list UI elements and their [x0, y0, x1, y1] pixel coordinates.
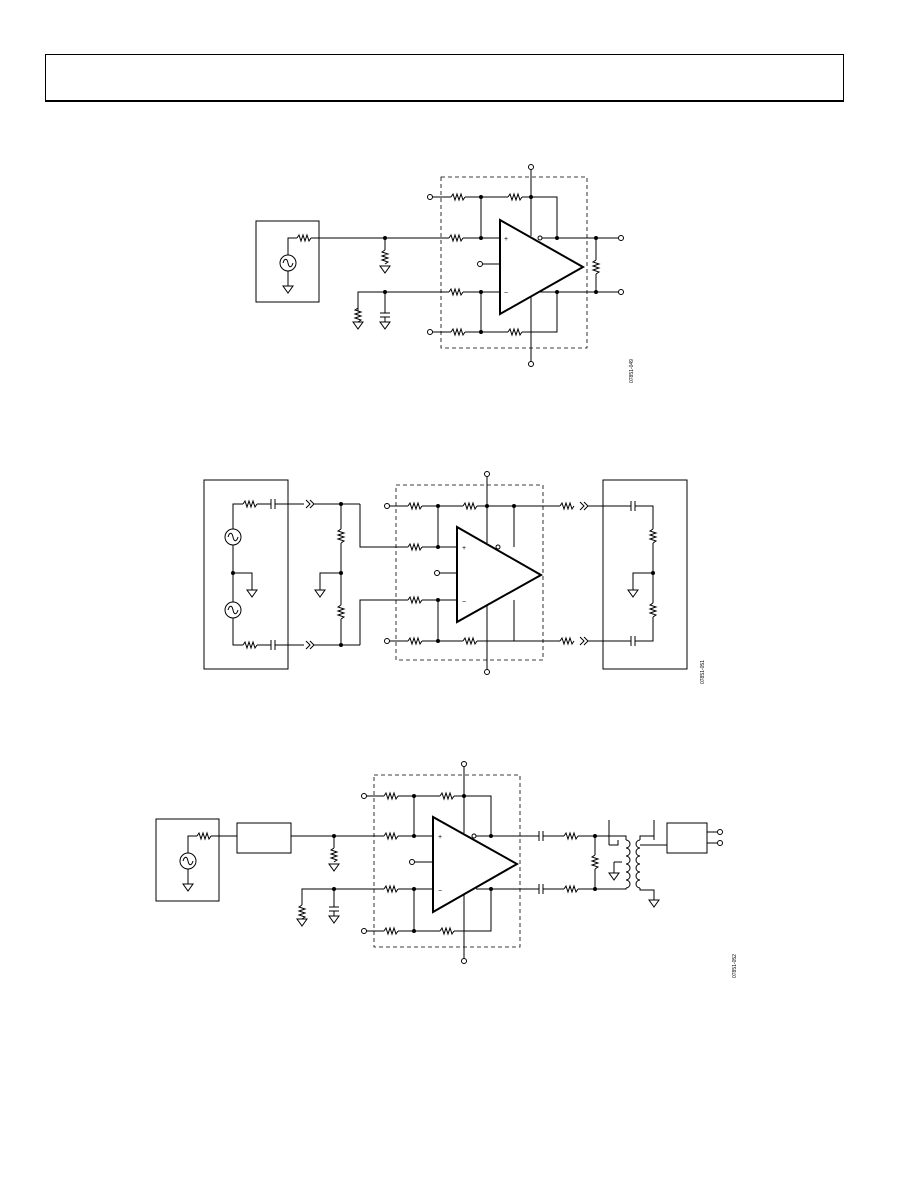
figure-tag: 07851-049 — [629, 359, 635, 383]
signal-source-box — [155, 818, 220, 902]
coupling-capacitor — [270, 639, 276, 651]
ground-icon — [352, 321, 364, 330]
connector-icon — [579, 636, 589, 646]
differential-source-box — [203, 479, 289, 670]
output-pin-positive — [618, 235, 624, 241]
receiver-box — [602, 479, 688, 670]
transformer — [608, 820, 667, 908]
ac-source-icon — [179, 852, 197, 870]
connector-icon — [305, 640, 315, 650]
vocm-pin — [409, 859, 415, 865]
ground-icon — [379, 265, 391, 274]
coupling-capacitor — [270, 498, 276, 510]
termination-resistor — [381, 249, 389, 265]
ac-source-icon — [224, 601, 242, 619]
figure-3-schematic: + − — [155, 761, 738, 978]
connector-icon — [305, 499, 315, 509]
adc-block — [666, 822, 708, 854]
bypass-capacitor — [379, 312, 391, 318]
figure-2-schematic: + − 07851-051 — [203, 471, 706, 684]
connector-icon — [579, 501, 589, 511]
output-pin — [717, 829, 723, 835]
supply-pin-bottom — [528, 361, 534, 367]
figure-1-schematic: + − 07851-049 — [255, 164, 635, 383]
filter-block — [236, 822, 292, 854]
vocm-pin — [434, 570, 440, 576]
source-resistor — [296, 234, 312, 242]
noninverting-input-label: + — [438, 834, 442, 841]
vocm-pin — [477, 261, 483, 267]
amplifier-package-outline — [440, 176, 588, 349]
ground-icon — [296, 918, 308, 927]
output-pin — [717, 840, 723, 846]
supply-pin-bottom — [461, 958, 467, 964]
ground-icon — [608, 872, 620, 881]
ground-icon — [379, 321, 391, 330]
ground-icon — [182, 883, 194, 892]
ground-icon — [246, 589, 258, 598]
ac-source-icon — [279, 254, 297, 272]
supply-pin-top — [484, 471, 490, 477]
output-pin-negative — [618, 289, 624, 295]
ground-icon — [648, 899, 660, 908]
page-header-box — [45, 54, 844, 102]
supply-pin-bottom — [484, 669, 490, 675]
ground-icon — [328, 915, 340, 924]
supply-pin-top — [528, 164, 534, 170]
inverting-input-label: − — [438, 888, 442, 895]
ground-icon — [282, 285, 294, 294]
ac-source-icon — [224, 528, 242, 546]
coupling-capacitor — [538, 830, 544, 842]
op-amp-triangle — [456, 525, 544, 624]
signal-source-box — [255, 220, 320, 303]
coupling-capacitor — [538, 883, 544, 895]
inverting-input-label: − — [504, 290, 508, 297]
coupling-capacitor — [630, 635, 636, 647]
bypass-capacitor — [328, 906, 340, 912]
figure-tag: 07851-051 — [700, 660, 706, 684]
figure-tag: 07851-052 — [732, 954, 738, 978]
coupling-capacitor — [630, 500, 636, 512]
amplifier-package-outline — [395, 484, 544, 661]
amplifier-package-outline — [373, 774, 521, 948]
inverting-input-label: − — [462, 599, 466, 606]
op-amp-triangle — [499, 218, 586, 316]
ground-icon — [328, 863, 340, 872]
ground-icon — [627, 589, 639, 598]
noninverting-input-label: + — [462, 545, 466, 552]
op-amp-triangle — [432, 815, 520, 914]
ground-icon — [314, 589, 326, 598]
load-resistor — [592, 259, 600, 275]
supply-pin-top — [461, 761, 467, 767]
noninverting-input-label: + — [504, 236, 508, 243]
